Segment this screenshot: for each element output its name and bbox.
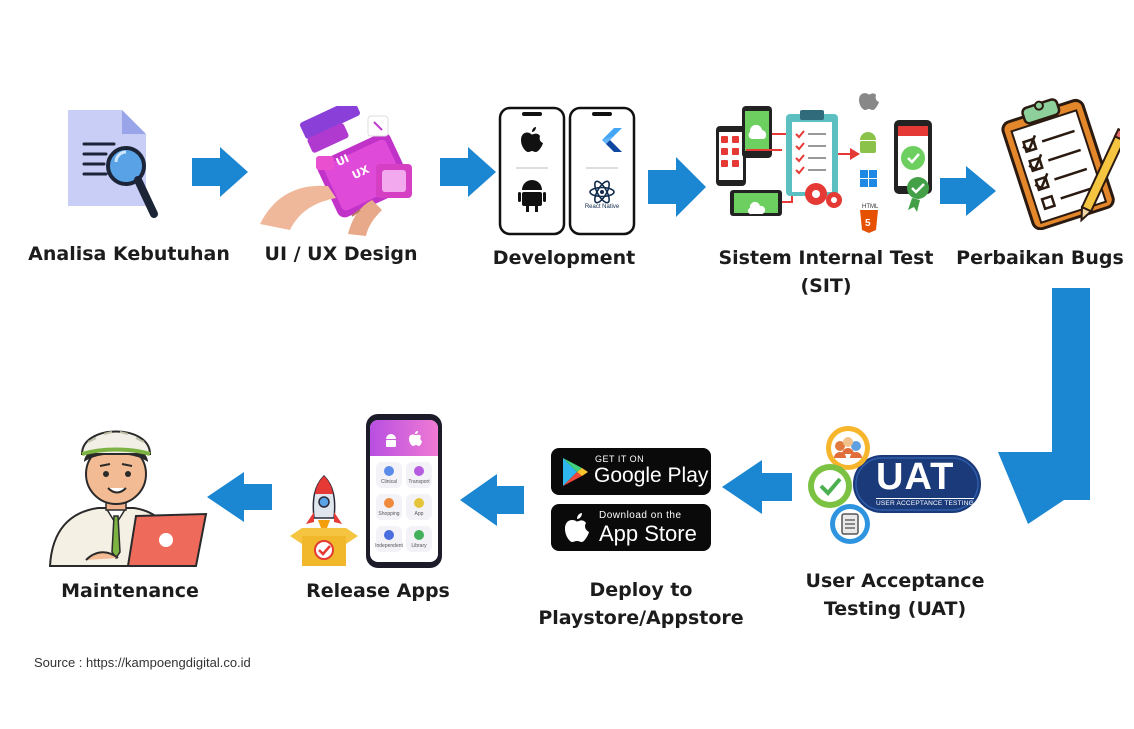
arrow-sit-to-bugs — [940, 166, 996, 216]
svg-text:HTML: HTML — [862, 204, 879, 210]
deploy-label-line2: Playstore/Appstore — [538, 607, 744, 629]
development-label: Development — [492, 247, 636, 269]
app-store-badge[interactable]: Download on the App Store — [551, 504, 711, 551]
analisa-icon — [66, 106, 166, 222]
arrow-deploy-to-release — [460, 474, 524, 526]
arrow-analisa-to-uiux — [192, 147, 248, 197]
analisa-label: Analisa Kebutuhan — [28, 243, 230, 265]
arrow-release-to-maint — [207, 472, 272, 522]
google-play-small-text: GET IT ON — [595, 454, 645, 464]
uat-label-line2: Testing (UAT) — [823, 598, 967, 620]
arrow-dev-to-sit — [648, 157, 706, 217]
bugs-label: Perbaikan Bugs — [956, 247, 1124, 269]
release-android-icon — [384, 432, 398, 447]
release-phone: Clinical Transport Shopping App Independ… — [366, 414, 442, 568]
release-apple-icon — [408, 430, 422, 446]
release-label: Release Apps — [306, 580, 450, 602]
bugs-clipboard-icon — [1000, 98, 1129, 231]
deploy-label-line1: Deploy to — [589, 579, 693, 601]
google-play-badge[interactable]: GET IT ON Google Play — [551, 448, 711, 495]
uat-label-line1: User Acceptance — [805, 570, 985, 592]
uiux-label: UI / UX Design — [264, 243, 418, 265]
react-native-caption: React Native — [584, 204, 620, 210]
uat-badge: UAT USER ACCEPTANCE TESTING — [804, 424, 984, 546]
uat-badge-title: UAT — [876, 456, 955, 498]
deploy-label: Deploy to Playstore/Appstore — [530, 576, 752, 632]
rocket-box-icon — [286, 472, 362, 568]
apple-icon — [565, 513, 589, 542]
arrow-uiux-to-dev — [440, 147, 496, 197]
source-credit: Source : https://kampoengdigital.co.id — [34, 655, 251, 670]
uat-label: User Acceptance Testing (UAT) — [790, 567, 1000, 623]
app-store-big-text: App Store — [599, 521, 697, 546]
maintenance-label: Maintenance — [61, 580, 199, 602]
app-store-small-text: Download on the — [599, 510, 682, 521]
sit-label-line2: (SIT) — [800, 275, 852, 297]
svg-text:5: 5 — [865, 218, 871, 229]
sit-illustration: HTML 5 — [712, 84, 942, 234]
maintenance-person-illustration — [46, 420, 212, 570]
uiux-illustration: UI UX — [256, 99, 426, 236]
sit-label-line1: Sistem Internal Test — [718, 247, 934, 269]
google-play-big-text: Google Play — [594, 464, 709, 487]
uat-badge-subtitle: USER ACCEPTANCE TESTING — [876, 498, 974, 507]
arrow-bugs-to-uat — [998, 288, 1090, 524]
google-play-icon — [563, 458, 588, 486]
development-phones: React Native — [498, 106, 636, 236]
sit-label: Sistem Internal Test (SIT) — [710, 244, 942, 300]
arrow-uat-to-deploy — [722, 460, 792, 514]
